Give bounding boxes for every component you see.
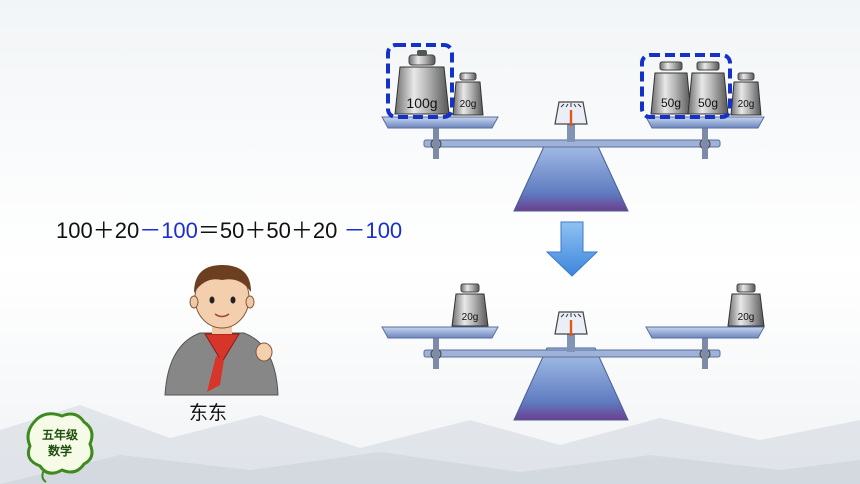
weight-20g-bottom-right: 20g [727,283,765,327]
weight-50g-a: 50g [650,61,692,115]
bottom-scale-right-pan [645,326,765,339]
weight-20g-top-right: 20g [730,72,762,116]
background-mountains [0,405,860,484]
top-scale-left-pan [381,116,499,129]
equation-middle-part: ＝50＋50＋20 [197,218,338,243]
weight-20g-bottom-left: 20g [451,283,489,327]
character-dongdong [164,265,279,396]
equation-right-subtraction: －100 [343,218,403,243]
grade-badge [26,412,94,483]
badge-subject-label: 数学 [47,444,72,458]
weight-20g-label: 20g [738,99,755,110]
equation: 100＋20－100＝50＋50＋20 －100 [56,213,402,245]
weight-100g: 100g [394,50,450,115]
weight-50g-b: 50g [687,61,729,115]
bottom-scale-left-pan [381,326,499,339]
weight-20g-top-left: 20g [452,72,484,116]
badge-grade-label: 五年级 [41,428,78,442]
top-scale-base [513,139,629,212]
bottom-balance-scale [381,310,765,421]
top-scale-dial [553,100,589,128]
equation-left-part: 100＋20 [56,218,140,243]
bottom-scale-base [513,347,629,421]
down-arrow-icon [545,221,599,277]
weight-20g-label: 20g [462,312,479,323]
bottom-scale-dial [553,310,589,338]
top-balance-scale [381,100,765,212]
weight-50g-a-label: 50g [661,96,681,110]
weight-100g-label: 100g [406,95,437,111]
character-name: 东东 [189,402,228,424]
highlight-frame-100g [386,43,454,119]
weight-20g-label: 20g [738,312,755,323]
highlight-frame-50g-pair [640,53,732,119]
equation-left-subtraction: －100 [139,218,198,243]
weight-50g-b-label: 50g [698,96,718,110]
weight-20g-label: 20g [460,99,477,110]
